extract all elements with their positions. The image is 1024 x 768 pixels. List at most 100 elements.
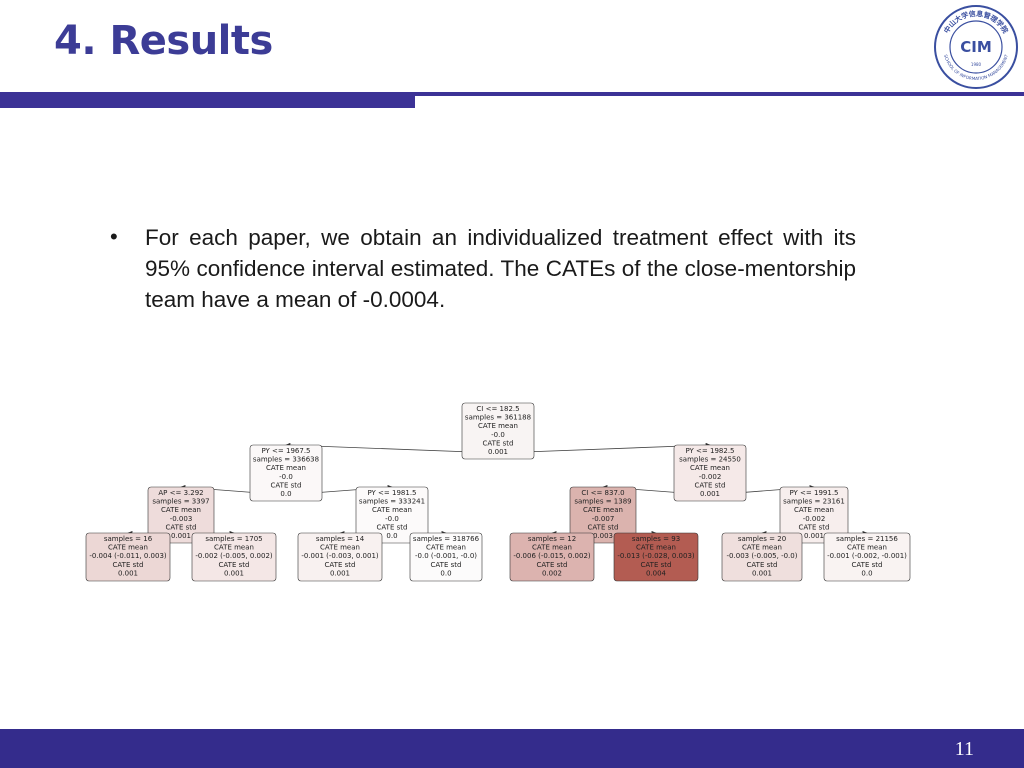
tree-node-line: 0.0 xyxy=(386,532,397,540)
tree-node-line: -0.003 xyxy=(170,515,193,523)
tree-node-line: samples = 361188 xyxy=(465,414,531,422)
title-accent-bar xyxy=(0,92,415,108)
tree-node-box xyxy=(569,486,637,544)
tree-node-line: CATE std xyxy=(483,439,514,447)
tree-node-line: samples = 3397 xyxy=(152,498,209,506)
tree-node-box xyxy=(249,444,323,502)
tree-node-line: 0.001 xyxy=(118,569,138,577)
tree-node-line: 0.002 xyxy=(542,569,562,577)
tree-node-line: CATE mean xyxy=(532,544,572,552)
tree-node-line: -0.006 (-0.015, 0.002) xyxy=(513,552,591,560)
tree-node-line: -0.001 (-0.002, -0.001) xyxy=(827,552,907,560)
tree-node-line: -0.0 xyxy=(491,431,505,439)
tree-node-line: 0.001 xyxy=(224,569,244,577)
tree-node-line: CATE std xyxy=(588,523,619,531)
logo-year: 1980 xyxy=(971,62,982,67)
tree-node-line: -0.0 xyxy=(279,473,293,481)
tree-node-line: samples = 21156 xyxy=(836,535,898,543)
tree-node-line: -0.002 xyxy=(699,473,722,481)
tree-node-line: AP <= 3.292 xyxy=(158,489,203,497)
logo-emblem-text: CIM xyxy=(960,38,992,56)
tree-node-line: -0.002 (-0.005, 0.002) xyxy=(195,552,273,560)
tree-node-line: 0.003 xyxy=(593,532,613,540)
tree-node-line: CATE std xyxy=(695,481,726,489)
tree-node-line: PY <= 1981.5 xyxy=(367,489,416,497)
tree-node-line: CATE mean xyxy=(161,506,201,514)
tree-node-line: samples = 1705 xyxy=(205,535,262,543)
tree-node-line: CATE std xyxy=(113,561,144,569)
tree-node-box xyxy=(613,532,699,582)
tree-node-box xyxy=(461,402,535,460)
tree-node-line: CATE std xyxy=(537,561,568,569)
tree-node-line: CATE mean xyxy=(108,544,148,552)
tree-node-line: PY <= 1982.5 xyxy=(685,447,734,455)
bullet-text: For each paper, we obtain an individuali… xyxy=(145,225,856,312)
tree-node-line: samples = 16 xyxy=(104,535,153,543)
tree-node-line: -0.003 (-0.005, -0.0) xyxy=(727,552,798,560)
tree-node-line: samples = 318766 xyxy=(413,535,480,543)
slide-title: 4. Results xyxy=(54,18,273,64)
tree-node-line: PY <= 1967.5 xyxy=(261,447,310,455)
tree-node-line: 0.001 xyxy=(171,532,191,540)
tree-node-line: -0.004 (-0.011, 0.003) xyxy=(89,552,167,560)
tree-node-line: CATE mean xyxy=(847,544,887,552)
tree-node-line: samples = 333241 xyxy=(359,498,425,506)
tree-node-line: CATE mean xyxy=(372,506,412,514)
tree-node-line: CATE std xyxy=(271,481,302,489)
tree-node-line: CATE mean xyxy=(266,464,306,472)
tree-node-line: -0.007 xyxy=(592,515,615,523)
footer-bar: 11 xyxy=(0,729,1024,768)
tree-node-line: CATE mean xyxy=(690,464,730,472)
tree-node-line: samples = 23161 xyxy=(783,498,845,506)
tree-node-line: CATE std xyxy=(747,561,778,569)
tree-node-line: CATE std xyxy=(325,561,356,569)
tree-node-line: 0.001 xyxy=(700,490,720,498)
tree-node-line: -0.0 (-0.001, -0.0) xyxy=(415,552,477,560)
tree-node-box xyxy=(779,486,849,544)
tree-node-line: samples = 336638 xyxy=(253,456,319,464)
tree-node-line: 0.001 xyxy=(330,569,350,577)
tree-node-box xyxy=(355,486,429,544)
tree-node-line: CATE mean xyxy=(320,544,360,552)
tree-node-line: -0.001 (-0.003, 0.001) xyxy=(301,552,379,560)
tree-node-line: CATE mean xyxy=(478,422,518,430)
tree-node-line: 0.0 xyxy=(440,569,451,577)
tree-node-box xyxy=(409,532,483,582)
tree-node-box xyxy=(191,532,277,582)
tree-node-line: samples = 14 xyxy=(316,535,365,543)
tree-node-line: CATE std xyxy=(641,561,672,569)
tree-node-line: PY <= 1991.5 xyxy=(789,489,838,497)
tree-node-line: CATE mean xyxy=(214,544,254,552)
tree-node-line: CI <= 182.5 xyxy=(476,405,519,413)
tree-node-line: 0.0 xyxy=(861,569,872,577)
tree-node-line: CATE mean xyxy=(583,506,623,514)
tree-node-line: samples = 93 xyxy=(632,535,680,543)
page-number: 11 xyxy=(954,738,974,760)
tree-node-line: -0.002 xyxy=(803,515,826,523)
tree-node-box xyxy=(673,444,747,502)
tree-node-line: CATE mean xyxy=(742,544,782,552)
tree-node-line: 0.004 xyxy=(646,569,667,577)
tree-node-line: 0.001 xyxy=(804,532,824,540)
tree-node-line: CATE std xyxy=(852,561,883,569)
tree-node-line: -0.013 (-0.028, 0.003) xyxy=(617,552,695,560)
bullet-list: • For each paper, we obtain an individua… xyxy=(110,222,856,315)
tree-node-box xyxy=(721,532,803,582)
tree-node-line: samples = 24550 xyxy=(679,456,741,464)
